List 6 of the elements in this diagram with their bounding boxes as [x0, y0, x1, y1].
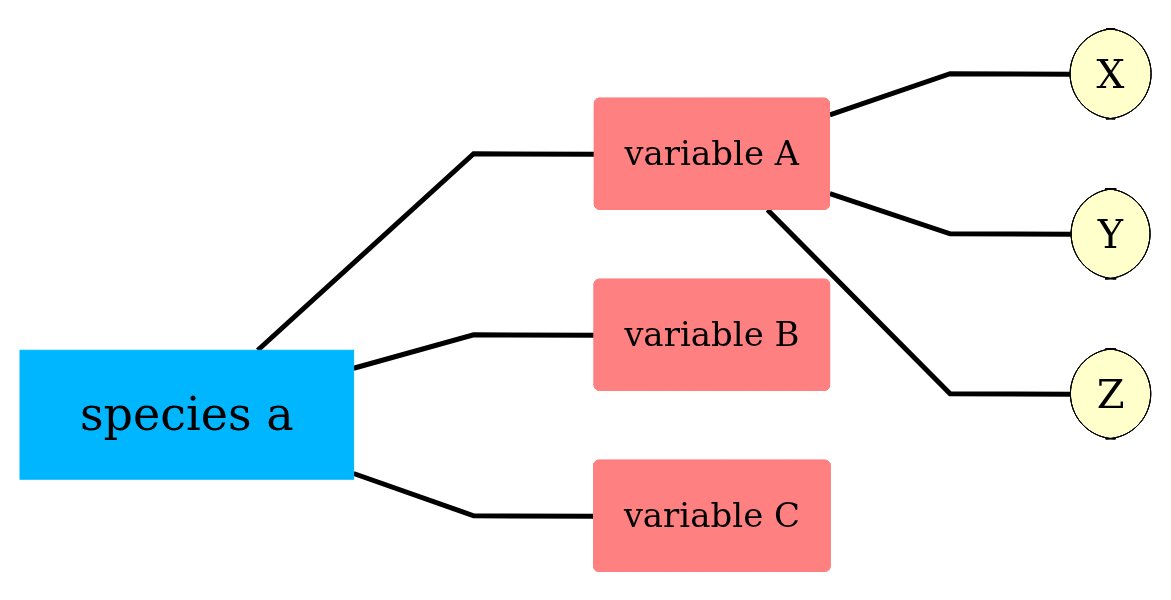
connector [352, 471, 595, 519]
connector [829, 71, 1071, 118]
connector [829, 191, 1072, 237]
connector [352, 332, 595, 371]
connector [765, 208, 1071, 397]
node-box: species a [19, 349, 355, 480]
